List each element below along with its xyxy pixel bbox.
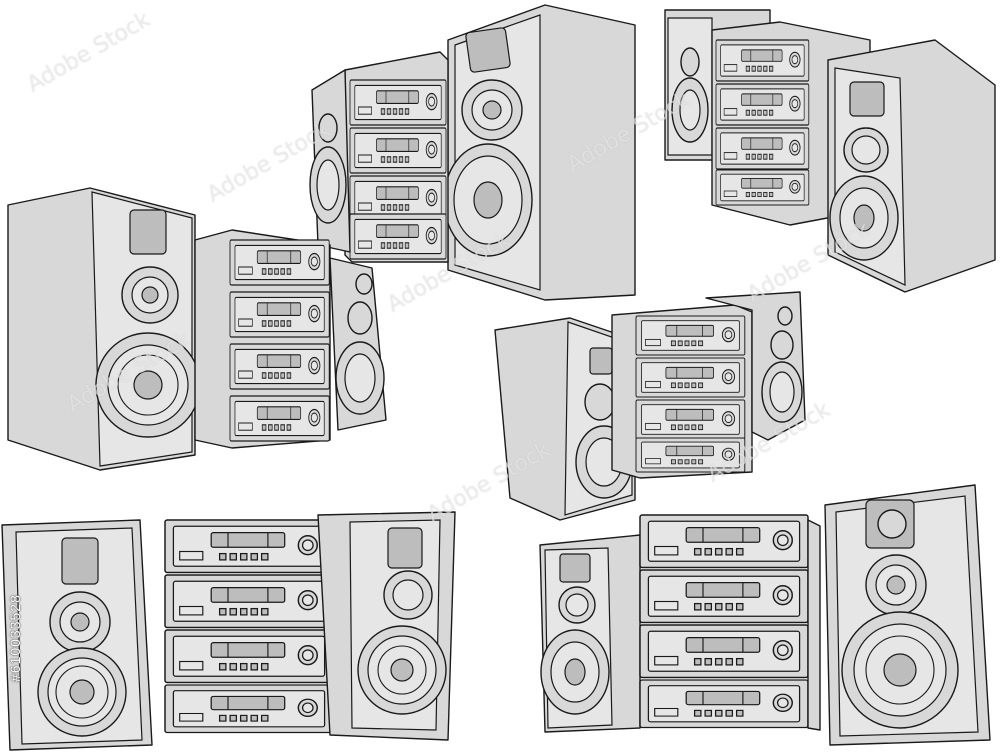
stock-id-label: #610033528 (7, 594, 23, 682)
stereo-system-2 (664, 9, 996, 293)
stereo-system-6 (539, 484, 991, 746)
stereo-system-1 (309, 4, 636, 301)
stereo-system-4 (494, 291, 806, 521)
stereo-system-5 (1, 511, 456, 751)
stereo-system-3 (7, 187, 387, 471)
